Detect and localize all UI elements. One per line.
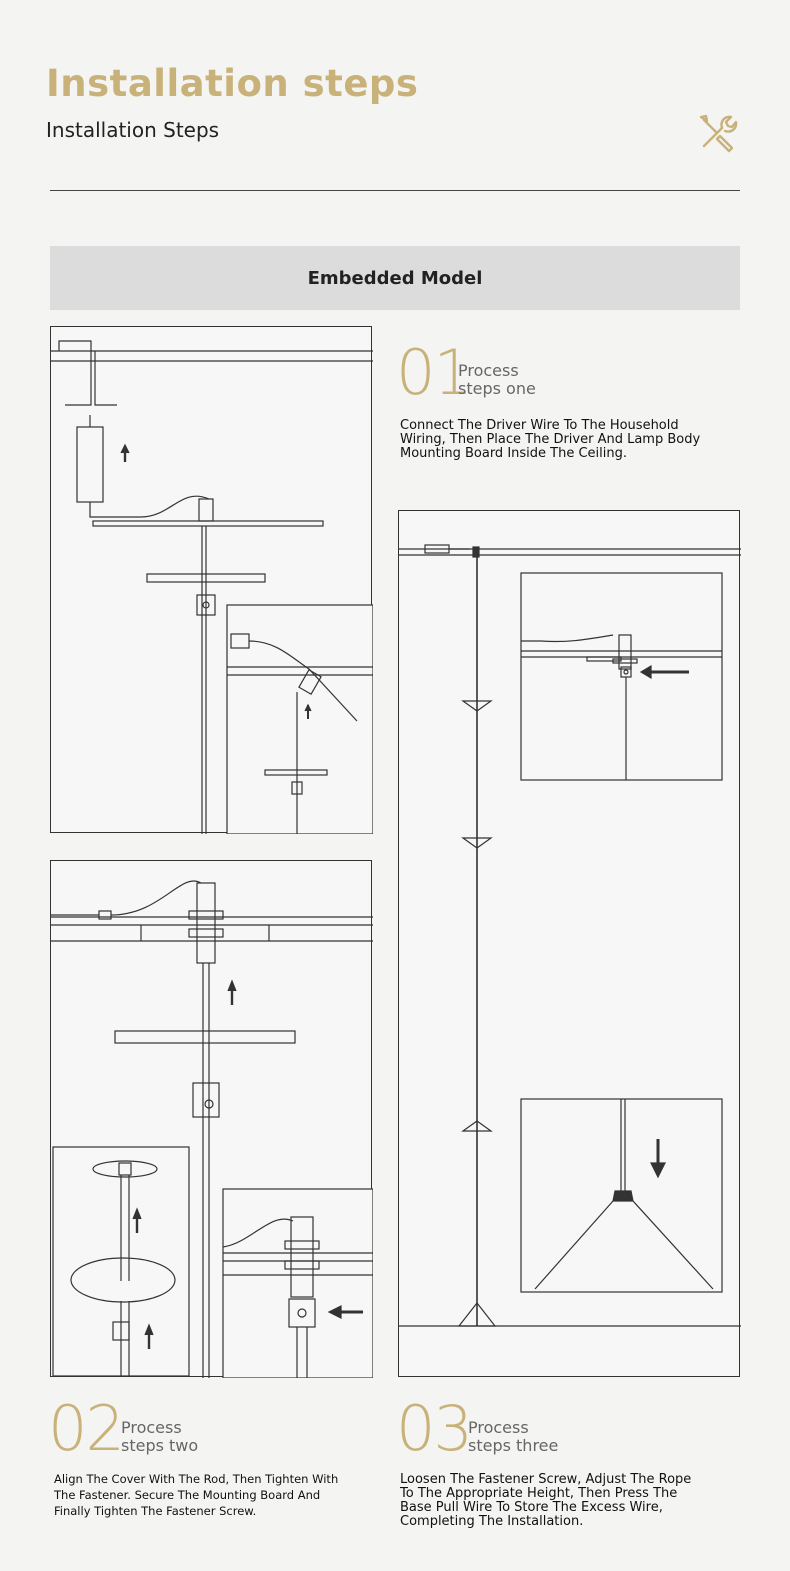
step1-description: Connect The Driver Wire To The Household… bbox=[400, 418, 701, 461]
step2-illustration bbox=[50, 860, 373, 1378]
step1-illustration bbox=[50, 326, 373, 834]
step2-description: Align The Cover With The Rod, Then Tight… bbox=[54, 1472, 339, 1518]
step1-label-line2: steps one bbox=[458, 379, 536, 398]
step3-label-line1: Process bbox=[468, 1418, 529, 1437]
step3-illustration bbox=[398, 510, 741, 1377]
step2-label-line2: steps two bbox=[121, 1436, 199, 1455]
step3-number: 03 bbox=[396, 1392, 473, 1465]
step3-description: Loosen The Fastener Screw, Adjust The Ro… bbox=[400, 1472, 692, 1529]
step1-number: 01 bbox=[396, 336, 473, 409]
step3-label: Process steps three bbox=[468, 1419, 558, 1455]
model-banner: Embedded Model bbox=[50, 246, 740, 310]
step2-label: Process steps two bbox=[121, 1419, 198, 1455]
step2-number: 02 bbox=[48, 1392, 125, 1465]
header-divider bbox=[50, 190, 740, 191]
step1-label: Process steps one bbox=[458, 362, 536, 398]
step1-label-line1: Process bbox=[458, 361, 519, 380]
model-banner-label: Embedded Model bbox=[307, 267, 483, 289]
step2-label-line1: Process bbox=[121, 1418, 182, 1437]
step3-label-line2: steps three bbox=[468, 1436, 559, 1455]
tools-icon bbox=[696, 112, 740, 156]
page-subtitle: Installation Steps bbox=[46, 118, 220, 142]
page-title: Installation steps bbox=[46, 62, 419, 105]
